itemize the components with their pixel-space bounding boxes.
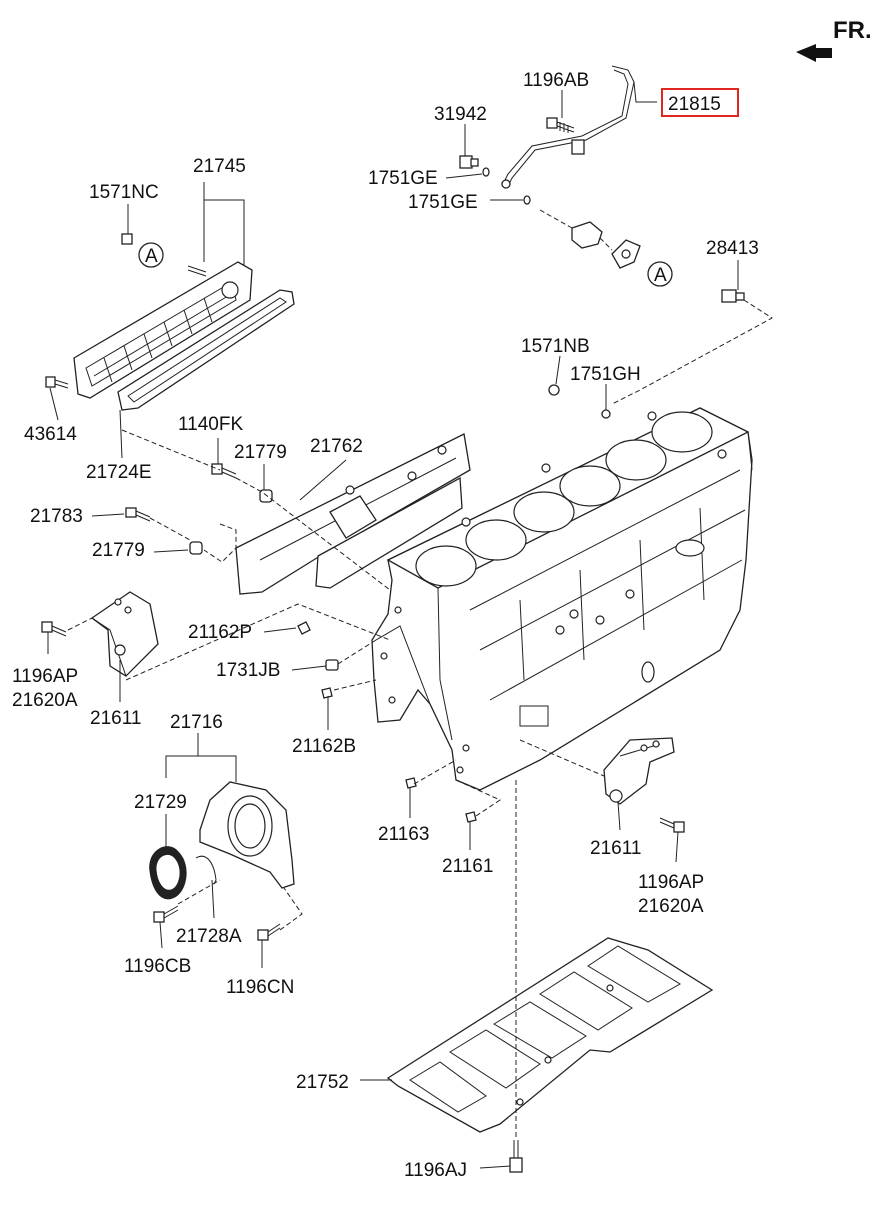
callout-1196ap[interactable]: 1196AP: [12, 666, 78, 687]
left-mount-bracket: [41, 591, 159, 677]
callout-21161[interactable]: 21161: [442, 856, 493, 877]
callout-21745[interactable]: 21745: [193, 156, 246, 177]
callout-1751ge[interactable]: 1751GE: [408, 192, 478, 213]
callout-21162b[interactable]: 21162B: [292, 736, 356, 757]
callout-28413[interactable]: 28413: [706, 238, 759, 259]
right-mount-bracket: [603, 737, 685, 833]
callout-1571nb[interactable]: 1571NB: [521, 336, 590, 357]
callout-1196aj[interactable]: 1196AJ: [404, 1160, 467, 1181]
alignment-lines: [67, 299, 773, 1140]
dowel-21779-icon: [189, 541, 203, 555]
plug-21162p-icon: [297, 621, 311, 635]
callout-21611[interactable]: 21611: [590, 838, 641, 859]
plug-21161-icon: [465, 811, 477, 823]
front-arrow-icon: [796, 44, 832, 62]
callout-21611[interactable]: 21611: [90, 708, 141, 729]
dowel-21779-icon: [259, 489, 273, 503]
highlight-box: [661, 88, 739, 117]
bolt-43614-icon: [45, 376, 69, 389]
leader-lines: [47, 81, 739, 1169]
bolt-1196ap-icon: [41, 621, 67, 637]
pipe-connector-icon: [571, 221, 641, 269]
front-direction-indicator: FR.: [796, 17, 872, 62]
seal-1751ge-icon: [482, 167, 490, 177]
callout-1196cb[interactable]: 1196CB: [124, 956, 191, 977]
bolt-1196cn-icon: [257, 923, 281, 941]
seal-1751gh-icon: [601, 409, 611, 419]
plug-21163-icon: [405, 777, 417, 789]
bolt-1571nc-icon: [121, 233, 133, 245]
bolt-1571nb-icon: [548, 384, 560, 396]
callout-43614[interactable]: 43614: [24, 424, 77, 445]
callout-21815[interactable]: 21815: [668, 94, 721, 115]
svg-text:A: A: [654, 265, 667, 286]
callout-21716[interactable]: 21716: [170, 712, 223, 733]
seal-1751ge-icon: [523, 195, 531, 205]
cylinder-block: [371, 407, 753, 791]
callout-1751gh[interactable]: 1751GH: [570, 364, 641, 385]
callout-21762[interactable]: 21762: [310, 436, 363, 457]
bolt-1196cb-icon: [153, 905, 179, 923]
direction-label: FR.: [833, 17, 872, 44]
svg-text:A: A: [145, 246, 158, 267]
callout-21779[interactable]: 21779: [92, 540, 145, 561]
side-cover-assembly: [45, 233, 295, 411]
callout-21752[interactable]: 21752: [296, 1072, 349, 1093]
bolt-1140fk-icon: [211, 463, 237, 479]
bolt-1196aj-icon: [509, 1140, 523, 1173]
callout-31942[interactable]: 31942: [434, 104, 487, 125]
callout-1731jb[interactable]: 1731JB: [216, 660, 280, 681]
bolt-1196ab-icon: [546, 117, 575, 133]
reference-marker-a-left: A: [138, 242, 164, 268]
rear-seal-housing: [149, 781, 295, 941]
callout-1571nc[interactable]: 1571NC: [89, 182, 159, 203]
callout-21779[interactable]: 21779: [234, 442, 287, 463]
callout-1751ge[interactable]: 1751GE: [368, 168, 438, 189]
callout-21728a[interactable]: 21728A: [176, 926, 242, 947]
callout-21163[interactable]: 21163: [378, 824, 429, 845]
bolt-28413-icon: [721, 289, 745, 303]
reference-marker-a-right: A: [647, 261, 673, 287]
callout-21724e[interactable]: 21724E: [86, 462, 152, 483]
oil-pan-gasket: [386, 937, 714, 1133]
callout-21620a[interactable]: 21620A: [638, 896, 704, 917]
callout-1140fk[interactable]: 1140FK: [178, 414, 243, 435]
plug-1731jb-icon: [325, 659, 339, 671]
callout-21620a[interactable]: 21620A: [12, 690, 78, 711]
fitting-31942-icon: [459, 155, 479, 169]
callout-21162p[interactable]: 21162P: [188, 622, 252, 643]
plug-21162b-icon: [321, 687, 333, 699]
oil-pipe-assembly: [459, 65, 641, 269]
callout-labels: 21815 1196AB 31942 1751GE 1751GE 28413 1…: [12, 70, 759, 1181]
bolt-21783-icon: [125, 507, 151, 522]
callout-1196ap[interactable]: 1196AP: [638, 872, 704, 893]
plate-21762: [125, 433, 471, 595]
callout-1196cn[interactable]: 1196CN: [226, 977, 294, 998]
callout-21783[interactable]: 21783: [30, 506, 83, 527]
bolt-1196ap-icon: [659, 817, 685, 833]
callout-1196ab[interactable]: 1196AB: [523, 70, 589, 91]
callout-21729[interactable]: 21729: [134, 792, 187, 813]
